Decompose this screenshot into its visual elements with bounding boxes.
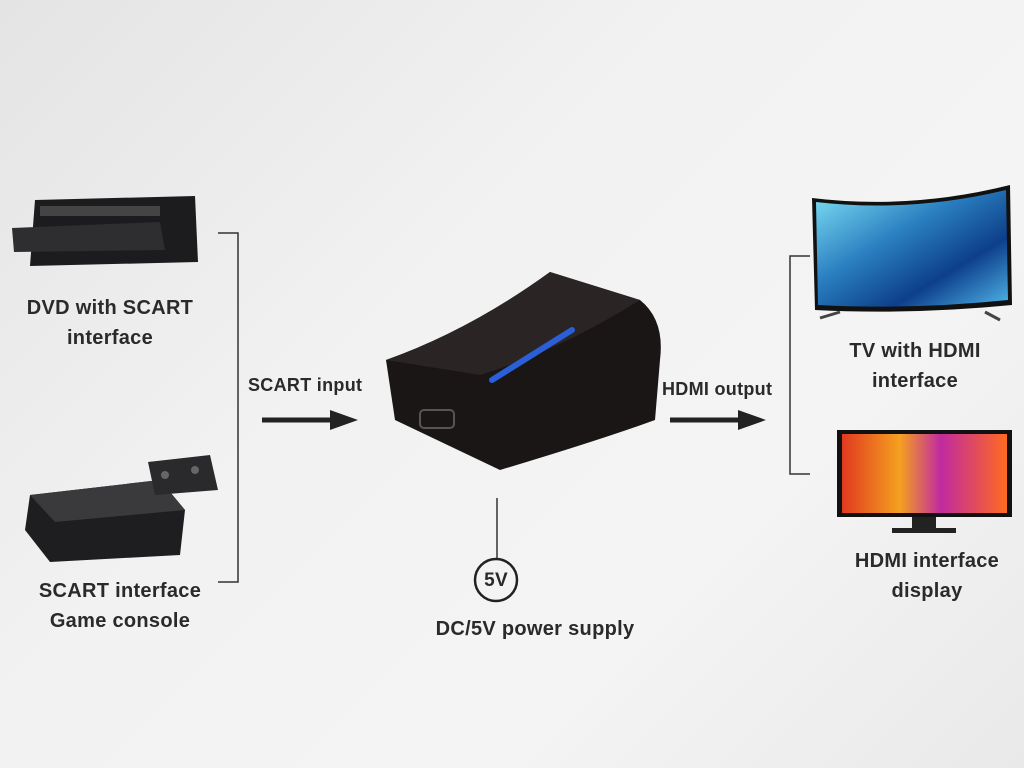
input-arrow	[262, 410, 358, 430]
power-badge-circle	[473, 557, 519, 603]
tv-label-line2: interface	[871, 370, 959, 392]
dvd-label: DVD with SCART interface	[0, 293, 220, 353]
console-label-line1: SCART interface	[38, 580, 202, 602]
power-label: DC/5V power supply	[435, 618, 635, 640]
dvd-label-line2: interface	[66, 327, 154, 349]
output-bracket	[789, 255, 810, 475]
hdmi-output-label: HDMI output	[662, 379, 773, 399]
tv-label: TV with HDMI interface	[810, 336, 1020, 396]
scart-to-hdmi-converter-icon	[386, 272, 661, 470]
dvd-label-line1: DVD with SCART	[26, 297, 194, 319]
output-arrow	[670, 410, 766, 430]
console-label-line2: Game console	[49, 610, 191, 632]
power-badge: 5V	[484, 570, 508, 591]
monitor-label: HDMI interface display	[822, 546, 1024, 606]
dvd-player-icon	[12, 196, 198, 266]
monitor-label-line1: HDMI interface	[854, 550, 1000, 572]
tv-label-line1: TV with HDMI	[849, 340, 981, 362]
game-console-icon	[25, 455, 218, 562]
monitor-icon	[837, 430, 1012, 533]
input-bracket	[218, 232, 239, 583]
monitor-label-line2: display	[891, 580, 963, 602]
scart-input-label: SCART input	[248, 375, 363, 395]
game-console-label: SCART interface Game console	[0, 576, 240, 636]
tv-icon	[812, 185, 1012, 322]
